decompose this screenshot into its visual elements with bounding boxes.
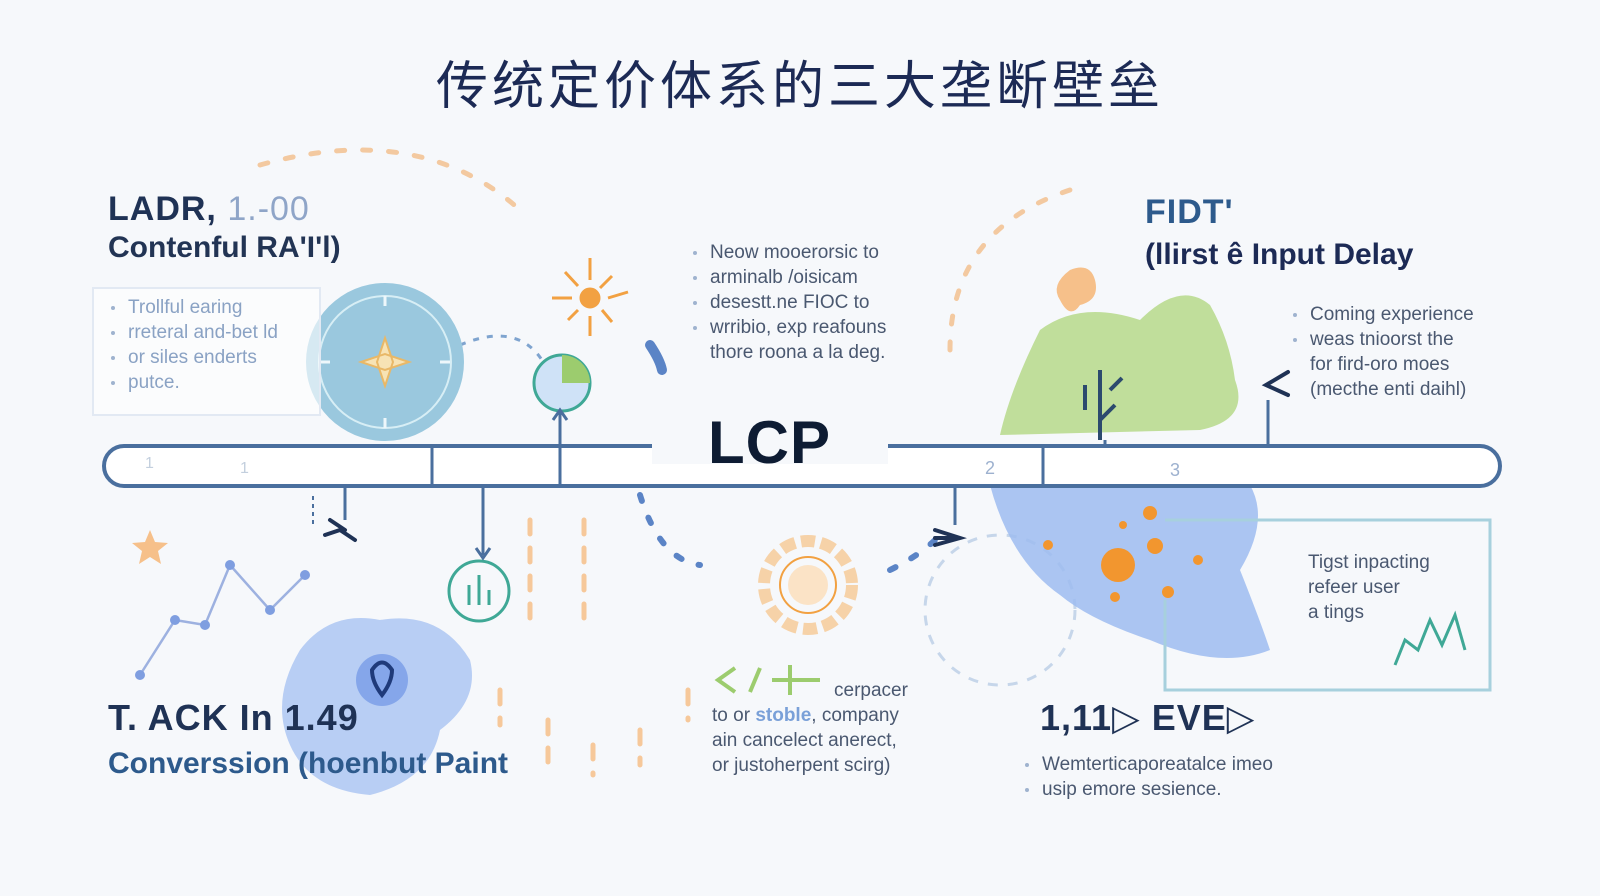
notes-text: to or <box>712 705 751 726</box>
sun-icon <box>552 258 629 336</box>
bullet-item: weas tnioorst the <box>1290 327 1520 352</box>
pin-circle <box>356 654 408 706</box>
bullet-item: Wemterticaporeatalce imeo <box>1022 752 1342 777</box>
bullet-item: usip emore sesience. <box>1022 777 1342 802</box>
metric-name: Contenful RA'I'l) <box>108 231 341 264</box>
mini-line-chart-teal <box>1393 610 1467 666</box>
dashed-link-right <box>887 537 938 573</box>
notes-line: refeer user <box>1308 577 1400 598</box>
timeline-label-gap <box>652 430 888 464</box>
metric-name: (llirst ê Input Delay <box>1145 238 1414 271</box>
blue-drop <box>645 340 667 375</box>
notes-line: a tings <box>1308 602 1364 623</box>
dashed-link-compass-pie <box>459 334 547 366</box>
top-right-notes: Coming experience weas tnioorst the for … <box>1290 302 1520 402</box>
pie-chart-icon <box>532 353 592 413</box>
timeline-tick: 1 <box>240 460 249 477</box>
notes-line: (mecthe enti daihl) <box>1310 379 1467 400</box>
notes-highlight: stoble <box>755 705 812 726</box>
bullet-item: Trollful earing <box>108 295 319 320</box>
green-blob <box>1000 295 1239 435</box>
notes-trailing-line: thore roona a la deg. <box>710 342 886 363</box>
bar-chart-icon <box>447 559 511 623</box>
bullet-item: Neow mooerorsic to <box>690 240 930 265</box>
notes-line: for fird-oro moes <box>1310 354 1450 375</box>
metric-name: Converssion (hoenbut Paint <box>108 747 509 780</box>
bullet-item: Coming experience <box>1290 302 1520 327</box>
bottom-right-metric: 1,11▷ EVE▷ <box>1040 697 1256 739</box>
timeline-connectors <box>343 400 1270 561</box>
plant-icon <box>1083 370 1124 440</box>
notes-text: , company <box>811 705 899 726</box>
top-left-metric: LADR, 1.-00 Contenful RA'I'l) <box>108 190 341 265</box>
metric-code: FIDT' <box>1145 193 1234 231</box>
bullet-item: or siles enderts <box>108 345 319 370</box>
metric-code-suffix: 1.-00 <box>227 190 310 228</box>
code-icon <box>714 665 820 695</box>
top-center-notes: Neow mooerorsic to arminalb /oisicam des… <box>690 240 930 365</box>
bottom-center-notes: cerpacer to or stoble, company ain cance… <box>712 678 952 778</box>
bullet-item: rreteral and-bet ld <box>108 320 319 345</box>
dashed-arc-top-right <box>947 187 1073 353</box>
page-title: 传统定价体系的三大垄断壁垒 <box>435 57 1164 117</box>
blue-blob-left <box>282 618 472 795</box>
center-metric-label: LCP <box>708 409 831 476</box>
notes-line: to or stoble, company <box>712 703 952 728</box>
dashed-orange-strokes <box>497 517 691 778</box>
info-box-text: Tigst inpacting refeer user a tings <box>1308 550 1478 625</box>
lightbulb-icon <box>369 660 395 699</box>
info-box-outline <box>1163 518 1492 692</box>
metric-code: 1,11▷ EVE▷ <box>1040 697 1256 738</box>
notes-line: Tigst inpacting <box>1308 552 1430 573</box>
timeline-tick: 3 <box>1170 460 1181 480</box>
bullet-item: wrribio, exp reafouns <box>690 315 930 340</box>
timeline-tick: 1 <box>145 455 154 472</box>
mini-line-chart-left <box>135 560 310 680</box>
bullet-item: putce. <box>108 370 319 395</box>
metric-code: T. ACK In 1.49 <box>108 697 359 738</box>
orange-blob <box>1056 267 1096 312</box>
star-icon <box>132 530 168 564</box>
gear-icon <box>758 535 858 635</box>
dashed-circle <box>923 533 1077 687</box>
dashed-arc-top-left <box>257 147 523 213</box>
metric-code: LADR, <box>108 190 217 228</box>
bottom-left-metric: T. ACK In 1.49 Converssion (hoenbut Pain… <box>108 697 508 781</box>
orange-dots <box>1043 506 1203 602</box>
bullet-item: desestt.ne FIOC to <box>690 290 930 315</box>
timeline-tick: 2 <box>985 458 996 478</box>
notes-line: cerpacer <box>834 680 908 701</box>
bottom-right-notes: Wemterticaporeatalce imeo usip emore ses… <box>1022 752 1342 802</box>
notes-line: or justoherpent scirg) <box>712 755 891 776</box>
arrow-icons <box>323 370 1290 547</box>
bullet-item-continued: arminalb /oisicam <box>690 265 930 290</box>
top-right-metric: FIDT' (llirst ê Input Delay <box>1145 193 1413 272</box>
dashed-link-center <box>637 492 703 568</box>
notes-line: ain cancelect anerect, <box>712 730 897 751</box>
top-left-card: Trollful earing rreteral and-bet ld or s… <box>92 287 321 416</box>
